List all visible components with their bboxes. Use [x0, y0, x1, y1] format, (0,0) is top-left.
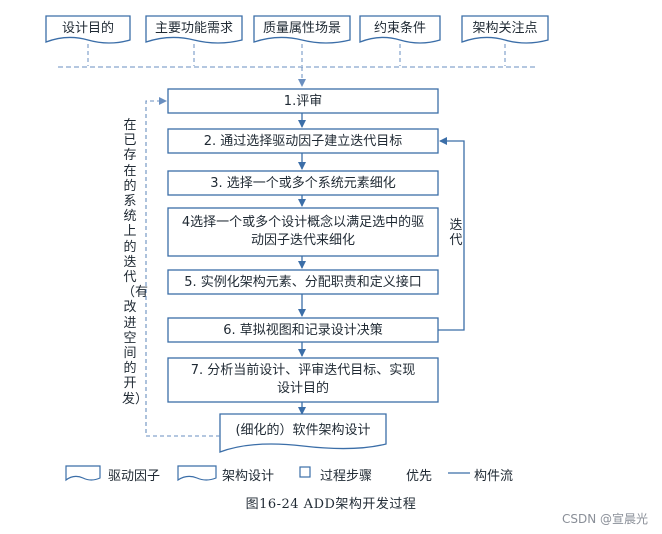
- driver-label-3: 质量属性场景: [262, 21, 341, 36]
- step-label-1: 1.评审: [283, 94, 323, 109]
- step-label-4: 4选择一个或多个设计概念以满足选中的驱动因子迭代来细化: [181, 215, 425, 248]
- step-box-1: [167, 88, 439, 114]
- right-loop-label: 迭代: [449, 218, 463, 249]
- step-label-2: 2. 通过选择驱动因子建立迭代目标: [203, 134, 403, 149]
- watermark: CSDN @宣晨光: [561, 512, 648, 526]
- left-iteration-loop: [145, 97, 220, 437]
- driver-label-5: 架构关注点: [472, 21, 538, 36]
- driver-label-4: 约束条件: [373, 21, 426, 36]
- legend-flow-label: 构件流: [474, 469, 514, 484]
- step-box-4: [167, 207, 439, 257]
- step-box-5: [167, 269, 439, 295]
- step-label-5: 5. 实例化架构元素、分配职责和定义接口: [184, 275, 422, 290]
- legend-shapes: [65, 465, 470, 482]
- driver-shape-4: [359, 15, 441, 44]
- step-box-2: [167, 128, 439, 154]
- step-box-6: [167, 317, 439, 343]
- driver-label-2: 主要功能需求: [154, 21, 233, 36]
- figure-caption: 图16-24 ADD架构开发过程: [245, 497, 417, 512]
- driver-label-1: 设计目的: [61, 21, 114, 36]
- output-label: (细化的）软件架构设计: [235, 423, 371, 438]
- output-shape: [219, 413, 387, 453]
- legend-step-shape: [299, 466, 311, 478]
- legend-design-label: 架构设计: [222, 469, 275, 484]
- left-loop-label: 在已存在的系统上的迭代（有改进空间的开发）: [122, 118, 149, 407]
- driver-shape-3: [253, 15, 351, 44]
- driver-shape-2: [145, 15, 243, 44]
- step-label-6: 6. 草拟视图和记录设计决策: [223, 323, 383, 338]
- legend-driver-shape: [65, 465, 101, 482]
- step-box-3: [167, 170, 439, 196]
- legend-design-shape: [177, 465, 217, 482]
- driver-shape-5: [461, 15, 549, 44]
- step-box-7: [167, 357, 439, 403]
- right-iteration-loop: [438, 137, 465, 331]
- legend-driver-label: 驱动因子: [108, 469, 161, 484]
- step-label-7: 7. 分析当前设计、评审迭代目标、实现设计目的: [190, 363, 416, 396]
- driver-shape-1: [45, 15, 131, 44]
- legend-step-label: 过程步骤: [320, 469, 373, 484]
- step-label-3: 3. 选择一个或多个系统元素细化: [210, 176, 396, 191]
- driver-shapes: [45, 15, 549, 87]
- step-boxes: [167, 88, 439, 403]
- legend-precedence-label: 优先: [406, 469, 433, 484]
